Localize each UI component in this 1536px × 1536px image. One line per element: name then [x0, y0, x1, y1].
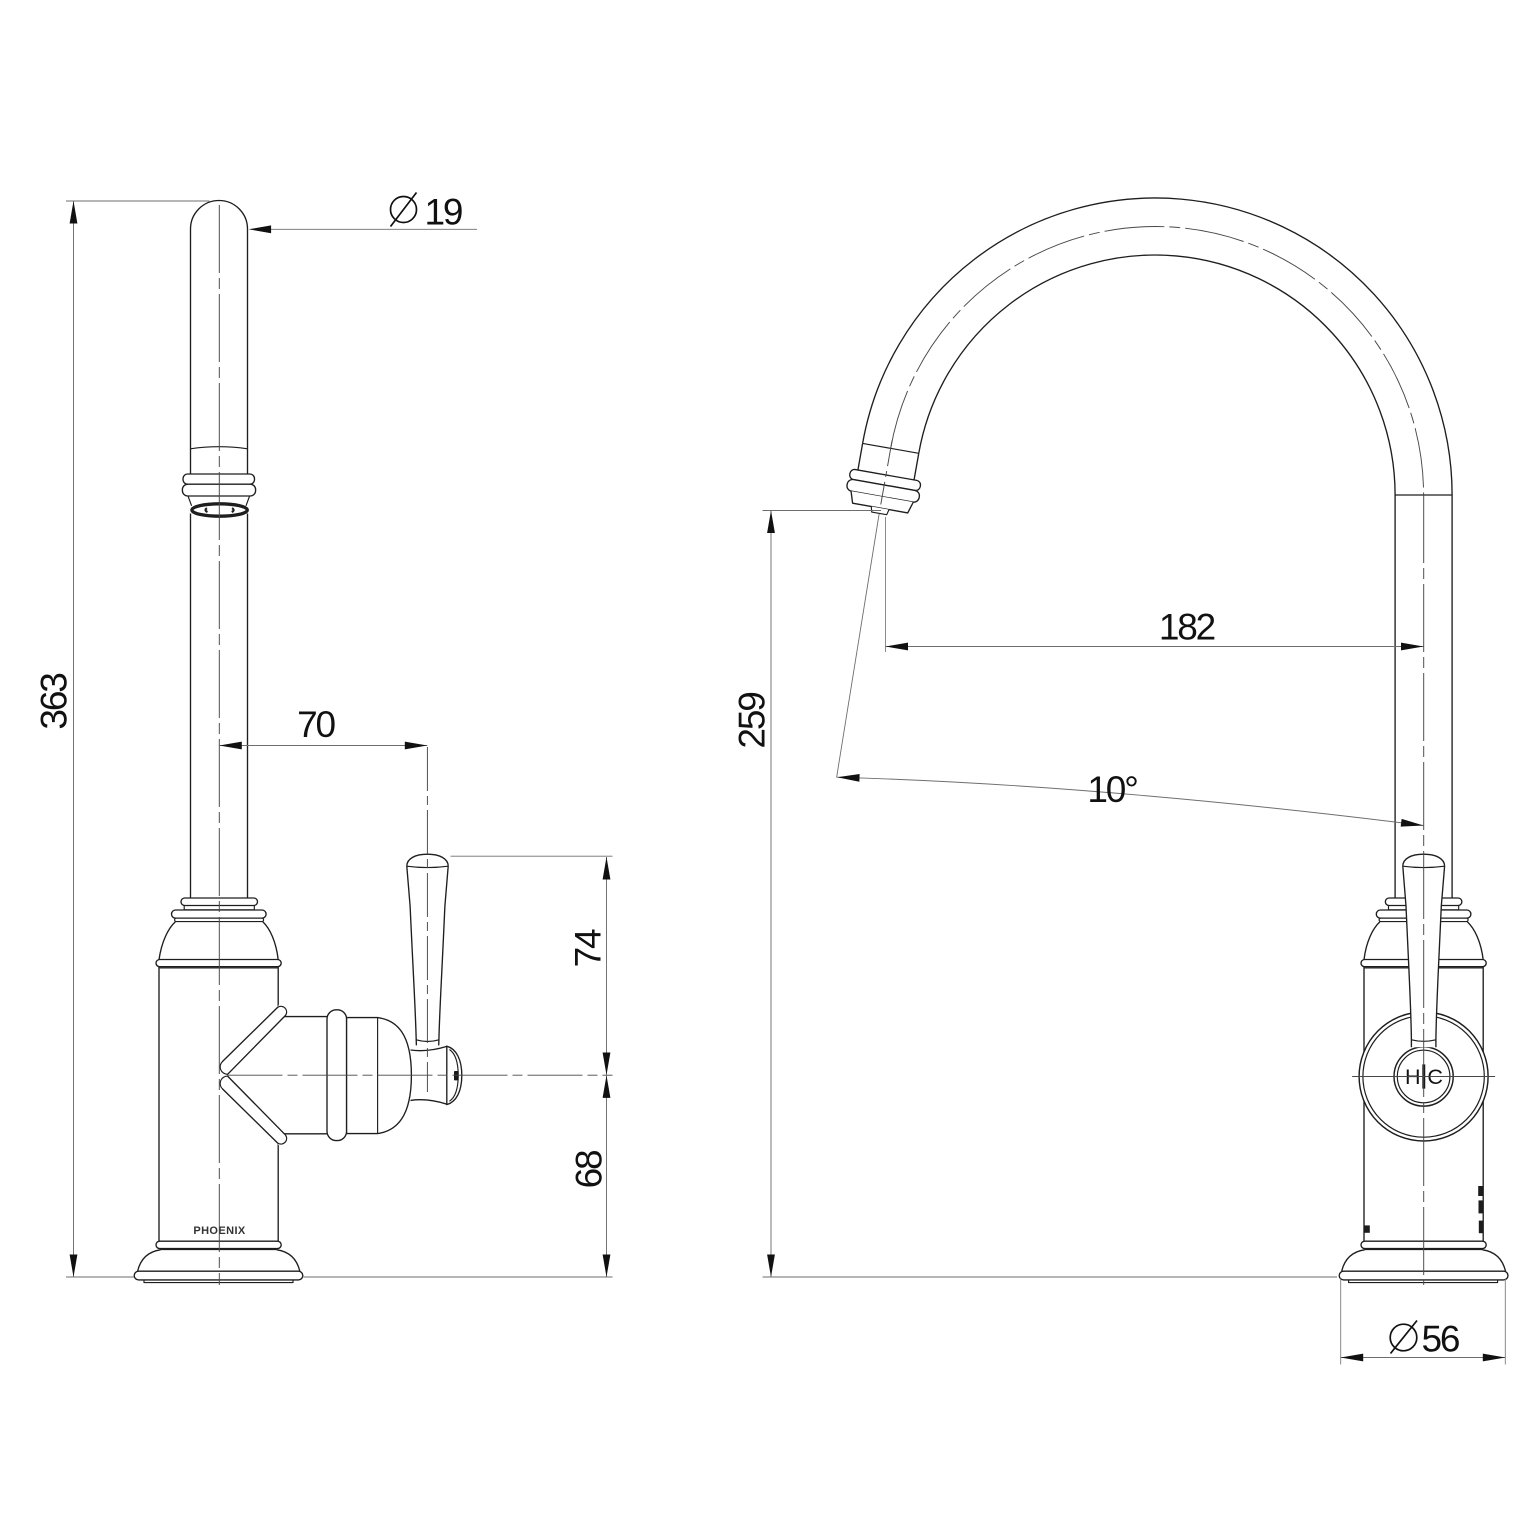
- svg-text:74: 74: [568, 929, 609, 967]
- svg-text:C: C: [1427, 1065, 1443, 1089]
- svg-text:182: 182: [1159, 607, 1215, 648]
- svg-text:70: 70: [297, 704, 335, 745]
- svg-text:10°: 10°: [1087, 769, 1137, 810]
- svg-text:68: 68: [569, 1151, 610, 1188]
- svg-text:259: 259: [732, 693, 773, 749]
- svg-text:19: 19: [425, 192, 462, 233]
- svg-text:363: 363: [34, 674, 75, 730]
- svg-text:H: H: [1405, 1065, 1421, 1089]
- svg-text:56: 56: [1422, 1319, 1459, 1360]
